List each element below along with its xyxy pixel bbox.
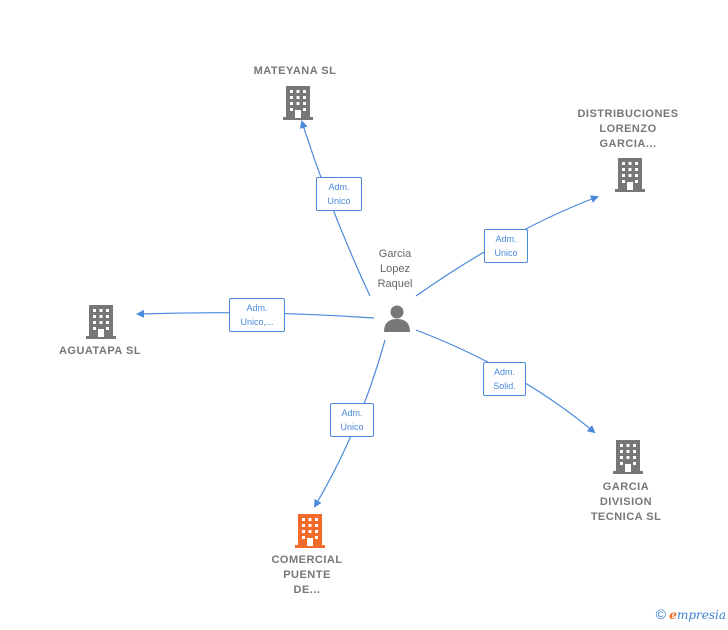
role-label-comercial: Adm. Unico: [330, 403, 374, 437]
brand-footer[interactable]: © empresia: [656, 606, 726, 622]
brand-logo-text: mpresia: [676, 608, 726, 622]
brand-logo-e: e: [669, 608, 677, 622]
building-icon-highlighted[interactable]: [294, 514, 326, 548]
role-label-garcia-division: Adm. Solid.: [483, 362, 526, 396]
copyright-icon: ©: [655, 606, 666, 622]
center-person-name[interactable]: Garcia Lopez Raquel: [377, 248, 413, 290]
building-icon[interactable]: [282, 86, 314, 120]
company-name: DISTRIBUCIONES LORENZO GARCIA...: [577, 108, 679, 150]
role-label-aguatapa: Adm. Unico,...: [229, 298, 285, 332]
building-icon[interactable]: [85, 305, 117, 339]
company-name: COMERCIAL PUENTE DE...: [271, 554, 343, 596]
person-icon[interactable]: [382, 303, 412, 333]
building-icon[interactable]: [612, 440, 644, 474]
company-name: GARCIA DIVISION TECNICA SL: [590, 481, 662, 523]
role-label-distribuciones: Adm. Unico: [484, 229, 528, 263]
company-name: AGUATAPA SL: [58, 345, 142, 357]
company-name: MATEYANA SL: [253, 65, 337, 77]
building-icon[interactable]: [614, 158, 646, 192]
role-label-mateyana: Adm. Unico: [316, 177, 362, 211]
node-garcia-division[interactable]: GARCIA DIVISION TECNICA SL: [576, 480, 676, 525]
node-aguatapa[interactable]: AGUATAPA SL: [40, 344, 160, 359]
node-mateyana[interactable]: MATEYANA SL: [240, 64, 350, 79]
node-comercial[interactable]: COMERCIAL PUENTE DE...: [255, 553, 359, 598]
node-distribuciones[interactable]: DISTRIBUCIONES LORENZO GARCIA...: [563, 107, 693, 152]
